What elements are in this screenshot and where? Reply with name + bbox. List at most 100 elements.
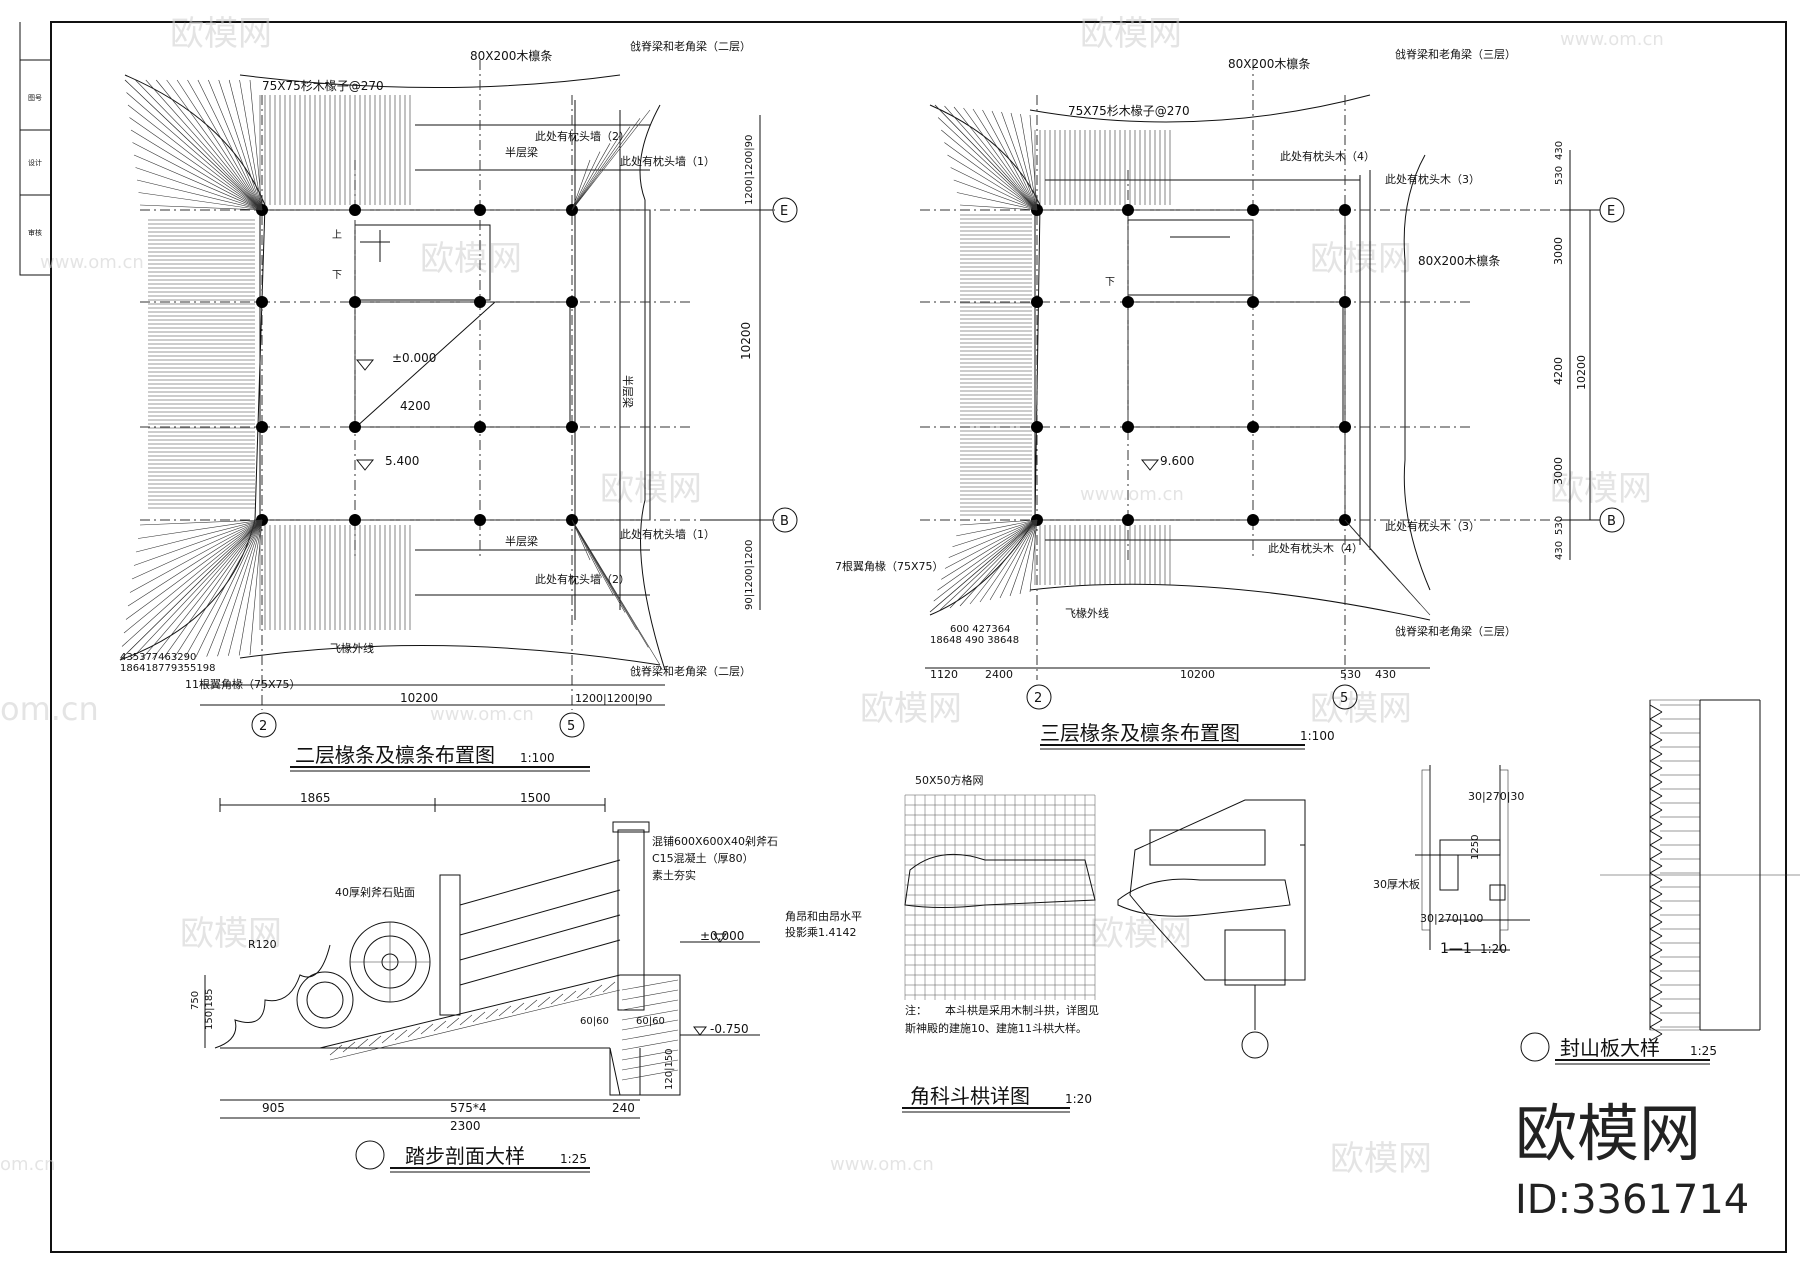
column-dot <box>349 296 361 308</box>
corner-fan-rafters <box>929 104 1431 616</box>
note-text: 本斗栱是采用木制斗拱，详图见 <box>945 1003 1099 1017</box>
dim-text: 1865 <box>300 791 331 805</box>
dim-text: 575*4 <box>450 1101 487 1115</box>
dim-text: 2300 <box>450 1119 481 1133</box>
dim-text: 1200|1200|90 <box>744 135 755 205</box>
watermark: 欧模网 <box>1310 239 1412 279</box>
dim-text: 530 <box>1554 166 1565 185</box>
label-purlin: 80X200木檩条 <box>1418 253 1500 268</box>
dim-text: 240 <box>612 1101 635 1115</box>
label-note: 此处有枕头木（4） <box>1268 541 1363 555</box>
dim-text: 30|270|30 <box>1468 790 1524 803</box>
column-dot <box>1122 296 1134 308</box>
column-dot <box>474 514 486 526</box>
brand-mark: 欧模网 ID:3361714 <box>1515 1097 1749 1223</box>
label-projection: 投影乘1.4142 <box>785 925 857 939</box>
stone-hatching <box>329 979 679 1081</box>
watermark: 欧模网 <box>1550 469 1652 509</box>
column-dot <box>349 514 361 526</box>
column-dot <box>349 421 361 433</box>
dim-text: 600 427364 <box>950 624 1010 635</box>
watermark: www.om.cn <box>830 1154 934 1175</box>
label-thickness: 30厚木板 <box>1373 877 1420 891</box>
drawing-scale: 1:20 <box>1065 1092 1092 1106</box>
watermark: om.cn <box>0 1154 56 1175</box>
board-edge <box>1649 704 1700 1042</box>
column-dot <box>256 296 268 308</box>
watermark: 欧模网 <box>600 469 702 509</box>
watermark: om.cn <box>0 690 99 728</box>
dim-text: 186418779355198 <box>120 663 215 674</box>
axis-label: E <box>780 204 788 219</box>
column-dot <box>474 204 486 216</box>
dim-text: R120 <box>248 938 277 951</box>
dim-text: 120|150 <box>664 1048 675 1090</box>
watermark: 欧模网 <box>420 239 522 279</box>
axis-label: 2 <box>259 719 267 734</box>
dim-text: 3000 <box>1552 457 1565 485</box>
label-note: 此处有枕头木（3） <box>1385 172 1480 186</box>
dim-text: 60|60 <box>580 1016 609 1027</box>
dim-text: 30|270|100 <box>1420 912 1483 925</box>
watermark: 欧模网 <box>860 689 962 729</box>
label-note: 此处有枕头木（3） <box>1385 519 1480 533</box>
title-block-row: 设计 <box>28 158 42 167</box>
watermark: www.om.cn <box>430 704 534 725</box>
label-rafter: 75X75杉木椽子@270 <box>262 79 384 93</box>
dim-text: 1500 <box>520 791 551 805</box>
watermark: www.om.cn <box>40 252 144 273</box>
title-block-row: 图号 <box>28 94 42 102</box>
watermark: 欧模网 <box>1330 1139 1432 1179</box>
dim-text: 10200 <box>1180 668 1215 681</box>
drawing-title: 踏步剖面大样 <box>405 1144 525 1168</box>
drawing-title: 角科斗栱详图 <box>910 1084 1030 1108</box>
watermark: 欧模网 <box>1090 914 1192 954</box>
column-dot <box>1339 296 1351 308</box>
rafter-hatching <box>960 130 1171 585</box>
drawing-scale: 1:25 <box>560 1152 587 1166</box>
level-text: -0.750 <box>710 1022 749 1036</box>
sheet-border <box>50 21 1787 1253</box>
column-dot <box>566 296 578 308</box>
drawing-title: 三层椽条及檩条布置图 <box>1040 721 1240 745</box>
label-paving: 混铺600X600X40剁斧石 <box>652 834 778 848</box>
drawing-scale: 1:25 <box>1690 1044 1717 1058</box>
dim-text: 18648 490 38648 <box>930 635 1019 646</box>
column-dot <box>1339 204 1351 216</box>
label-concrete: C15混凝土（厚80） <box>652 851 754 865</box>
watermark: 欧模网 <box>180 914 282 954</box>
note-text: 斯神殿的建施10、建施11斗栱大样。 <box>905 1021 1087 1035</box>
label-note: 此处有枕头墙（2） <box>535 129 630 143</box>
column-dot <box>566 421 578 433</box>
dim-text: 2400 <box>985 668 1013 681</box>
dim-text: 435377463290 <box>120 652 196 663</box>
column-dot <box>474 421 486 433</box>
step-section-detail: 1865 1500 40厚剁斧石贴面 混铺600X600X40剁斧石 C15混凝… <box>190 791 778 1173</box>
column-dot <box>1122 514 1134 526</box>
level-text: 5.400 <box>385 454 419 468</box>
section-scale: 1:20 <box>1480 942 1507 956</box>
column-dot <box>256 421 268 433</box>
axis-label: 2 <box>1034 691 1042 706</box>
label-projection: 角昂和由昂水平 <box>785 909 862 923</box>
dim-text: 530 <box>1340 668 1361 681</box>
dim-text: 60|60 <box>636 1016 665 1027</box>
column-dot <box>474 296 486 308</box>
dim-text: 10200 <box>739 322 753 360</box>
dim-text: 430 <box>1554 141 1565 160</box>
dim-text: 4200 <box>1552 357 1565 385</box>
dim-text: 10200 <box>1575 355 1588 390</box>
dim-text: 10200 <box>400 691 438 705</box>
column-dot <box>1247 204 1259 216</box>
stair-label: 下 <box>1105 277 1115 288</box>
stair-label: 下 <box>332 270 342 281</box>
drawing-title: 封山板大样 <box>1560 1036 1660 1060</box>
dim-text: 3000 <box>1552 237 1565 265</box>
axis-label: E <box>1607 204 1615 219</box>
drawing-scale: 1:100 <box>520 751 555 765</box>
label-rafter: 75X75杉木椽子@270 <box>1068 104 1190 118</box>
label-soil: 素土夯实 <box>652 868 696 882</box>
section-label: 1—1 <box>1440 941 1472 957</box>
